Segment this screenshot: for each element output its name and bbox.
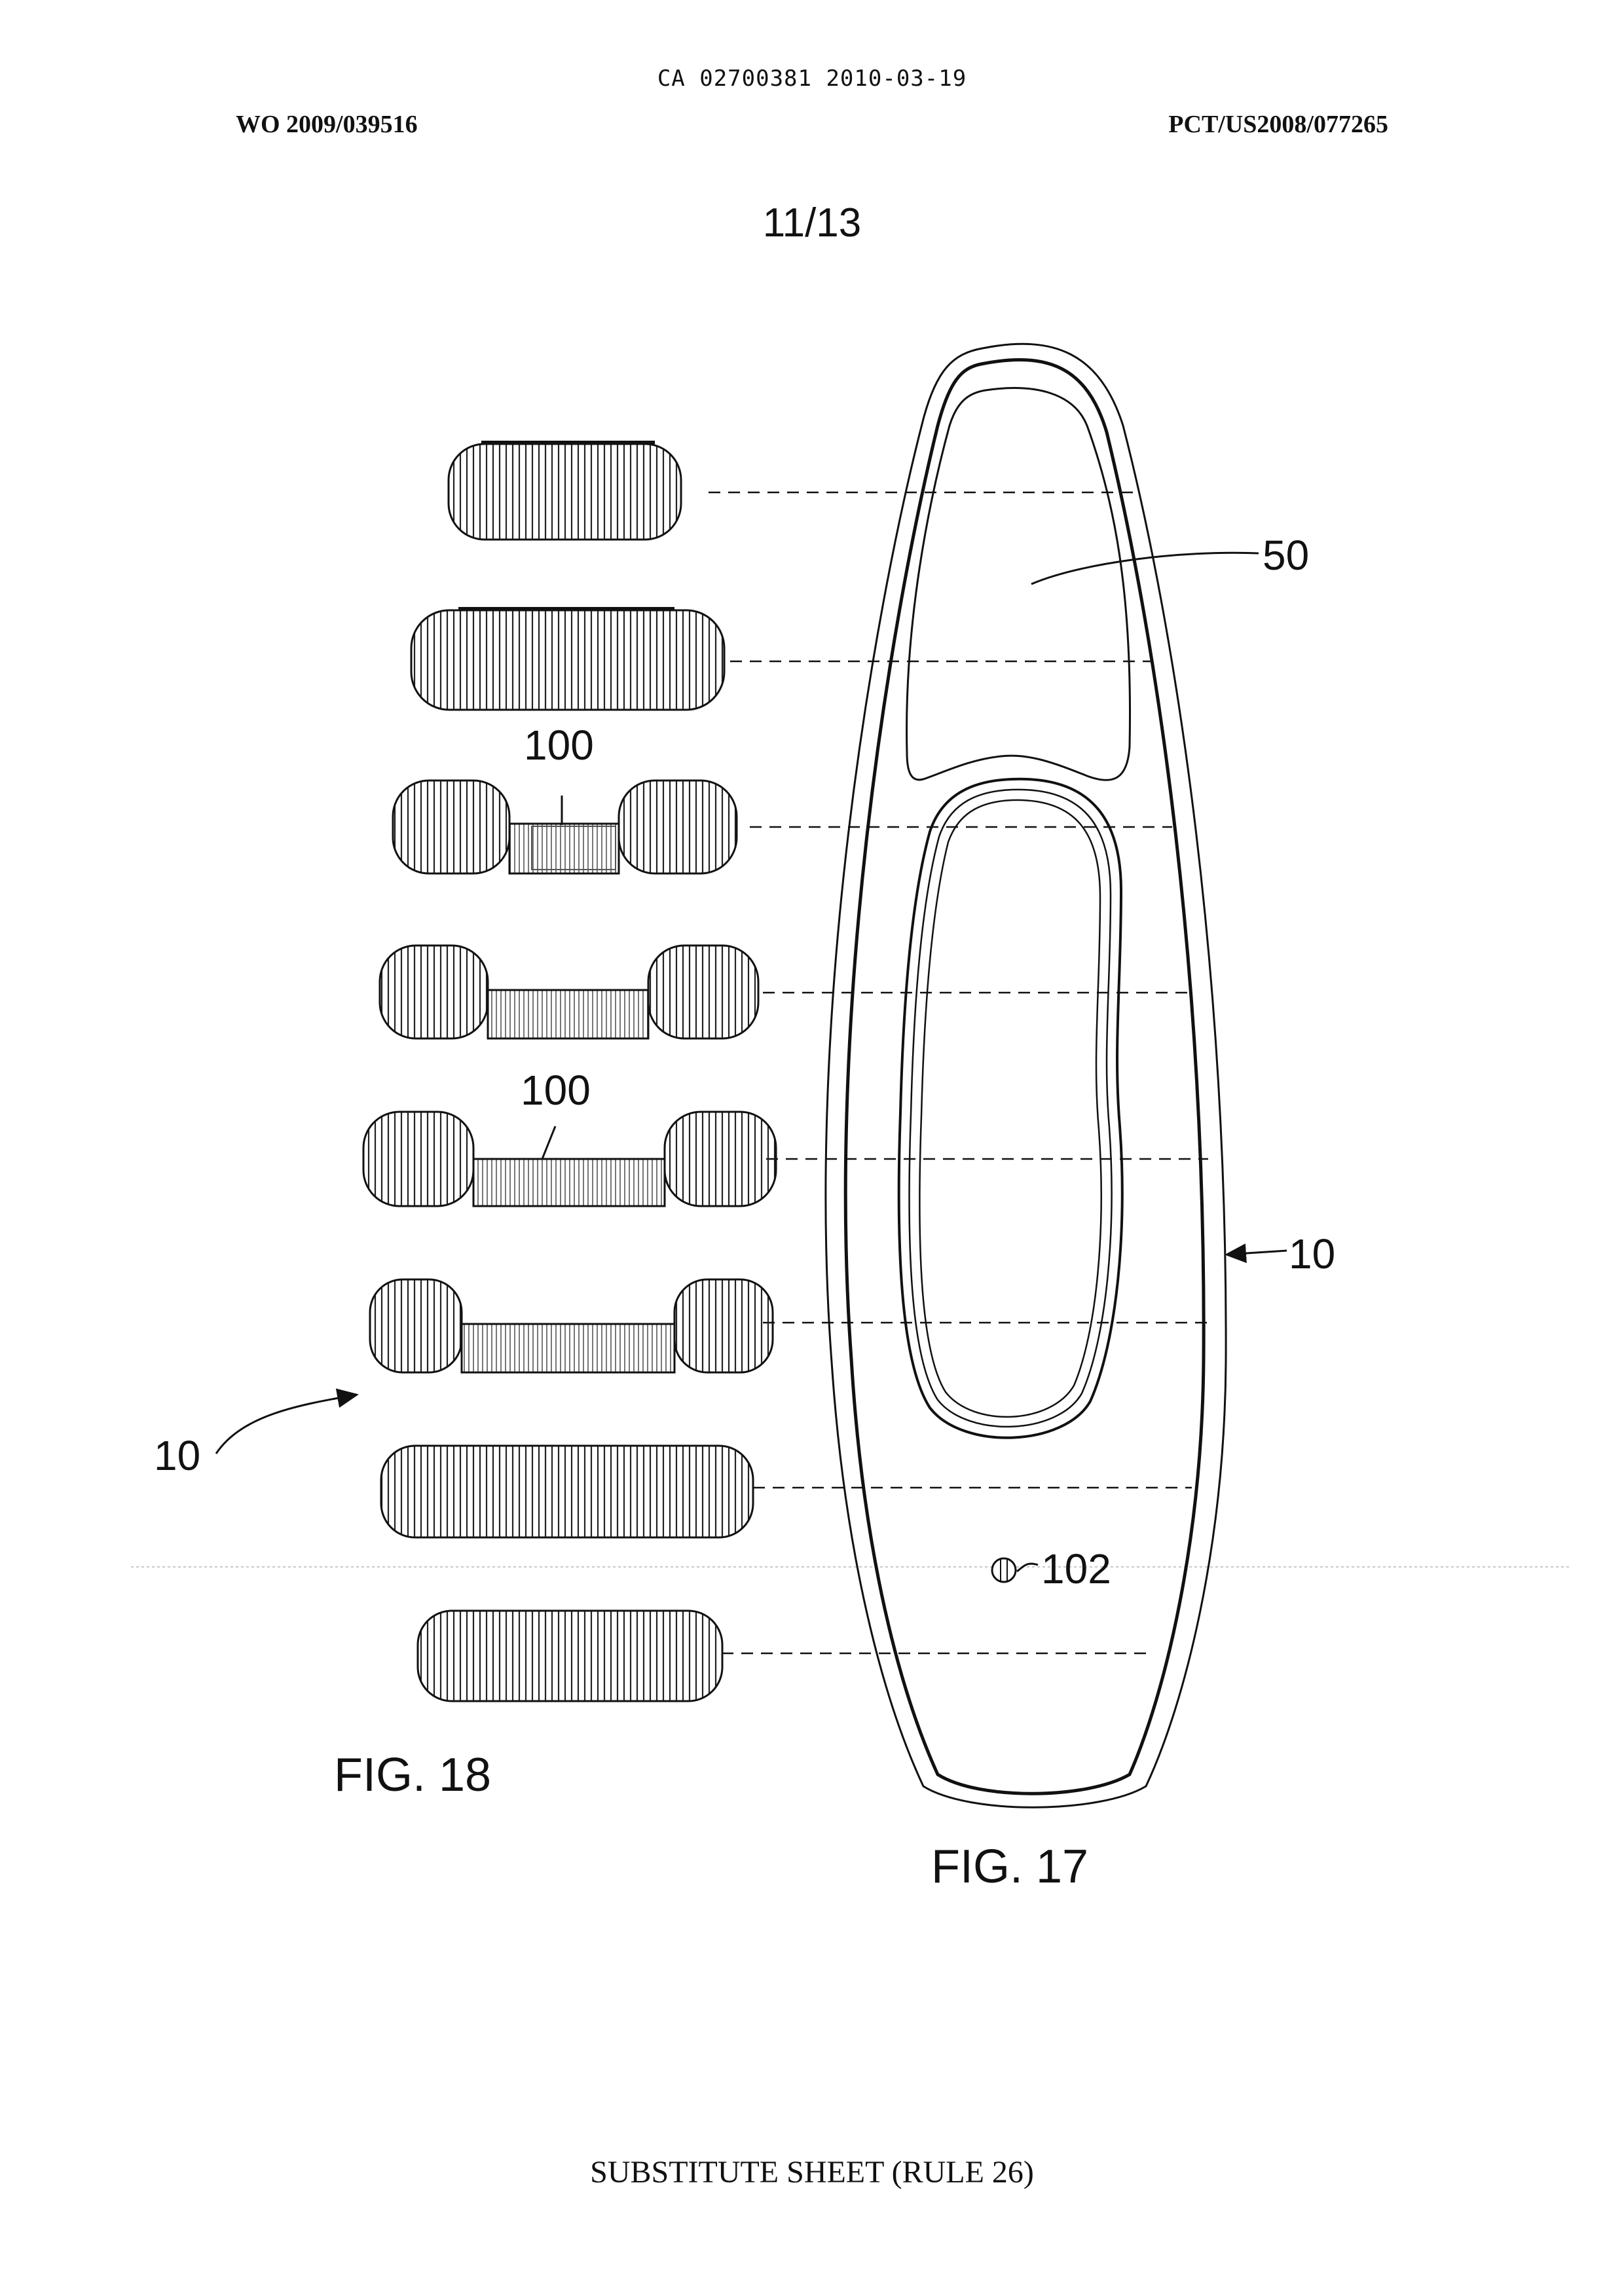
ref-label-10-fig18: 10 [154,1432,200,1479]
inner-cavity [899,779,1122,1438]
cross-section-1 [449,443,681,540]
leader-10-fig17 [1227,1251,1287,1255]
fig18-caption: FIG. 18 [334,1749,491,1801]
footer-note: SUBSTITUTE SHEET (RULE 26) [0,2154,1624,2190]
ref-label-100-b: 100 [521,1067,591,1114]
ref-label-50: 50 [1263,532,1309,579]
ref-label-102: 102 [1041,1545,1111,1592]
leader-50 [1031,553,1259,584]
cross-section-4 [380,946,758,1038]
ref-label-10-fig17: 10 [1289,1230,1335,1277]
cross-section-2 [411,609,724,710]
valve-icon [992,1558,1016,1582]
leader-100-b [542,1126,555,1159]
leader-102 [1017,1564,1038,1571]
ref-label-100-a: 100 [524,722,594,769]
leader-10-fig18 [216,1395,357,1454]
cross-section-8 [418,1611,722,1701]
fig17-device-outline [826,344,1226,1807]
cross-section-6 [370,1279,773,1372]
cross-section-3 [393,780,737,873]
pad-region [907,388,1130,780]
section-lines [709,492,1208,1653]
fig17-caption: FIG. 17 [931,1841,1088,1893]
cross-section-5 [363,1112,776,1206]
cross-section-7 [381,1446,753,1537]
